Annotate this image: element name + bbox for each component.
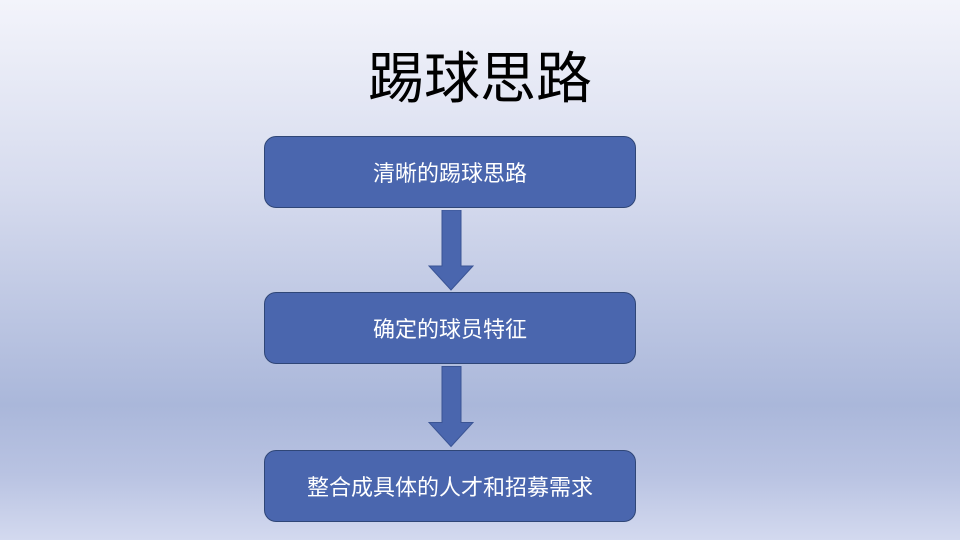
flow-step-1: 清晰的踢球思路: [264, 136, 636, 208]
slide-title: 踢球思路: [368, 47, 592, 112]
down-arrow-icon: [428, 366, 474, 448]
flow-step-3: 整合成具体的人才和招募需求: [264, 450, 636, 522]
flow-step-2: 确定的球员特征: [264, 292, 636, 364]
down-arrow-icon: [428, 210, 474, 291]
